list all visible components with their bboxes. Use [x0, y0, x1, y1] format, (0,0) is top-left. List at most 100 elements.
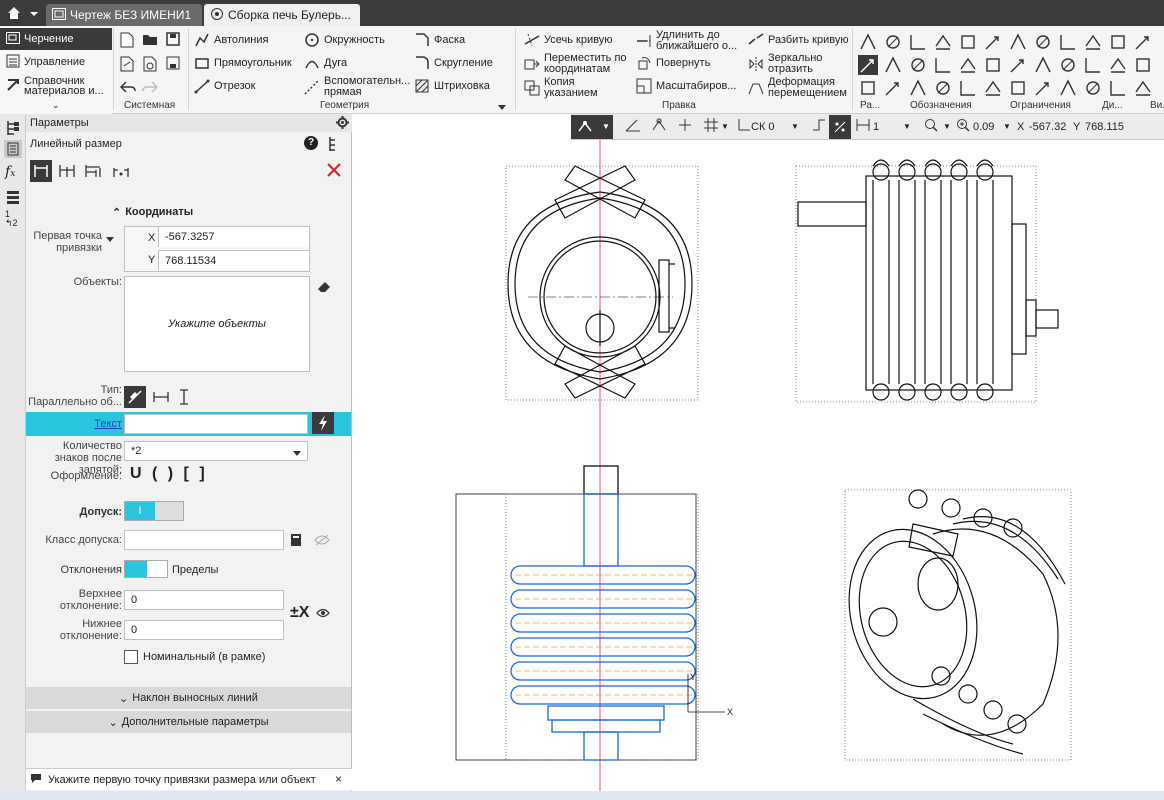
constraint-icon[interactable] [983, 55, 1003, 75]
circle-button[interactable]: Окружность [304, 32, 385, 48]
angle-constraint-icon[interactable] [1008, 55, 1028, 75]
corner-icon[interactable] [858, 78, 878, 98]
eye-icon[interactable] [316, 608, 330, 621]
cs-select[interactable]: СК 0 [751, 120, 775, 133]
equal-icon[interactable] [1033, 78, 1053, 98]
angle-icon[interactable] [908, 32, 928, 52]
scale-button[interactable]: Масштабиров... [636, 78, 736, 94]
undo-icon[interactable] [119, 80, 136, 97]
deviations-toggle[interactable] [124, 560, 168, 578]
ortho-icon[interactable] [811, 118, 829, 135]
y-coordinate-input[interactable]: 768.11534 [158, 250, 309, 270]
align-icon[interactable] [1083, 55, 1103, 75]
help-icon[interactable]: ? [304, 136, 318, 150]
table-view-icon[interactable] [1133, 78, 1153, 98]
mirror-button[interactable]: Зеркально отразить [748, 53, 838, 75]
new-document-icon[interactable] [120, 32, 134, 51]
linear-dimension-icon[interactable] [858, 55, 878, 75]
collapse-chevron-icon[interactable]: ⌄ [52, 100, 60, 110]
geometry-dropdown-icon[interactable] [498, 102, 506, 114]
dimension-type-simple-button[interactable] [30, 160, 52, 182]
cut-line-icon[interactable] [958, 55, 978, 75]
bounds-icon[interactable] [1083, 78, 1103, 98]
horizontal-icon[interactable] [1008, 78, 1028, 98]
order-icon[interactable]: 1↰2 [5, 209, 18, 228]
extra-section-header[interactable]: ⌄ Дополнительные параметры [26, 711, 351, 733]
properties-icon[interactable] [4, 140, 22, 158]
scale-dropdown-icon[interactable]: ▼ [903, 122, 911, 131]
parallel-icon[interactable] [1008, 32, 1028, 52]
dimension-type-chain-icon[interactable] [58, 162, 76, 183]
close-command-icon[interactable] [326, 162, 342, 181]
type-vertical-icon[interactable] [178, 388, 190, 409]
angle-snap-icon[interactable] [625, 118, 643, 135]
arc-dimension-icon[interactable] [883, 55, 903, 75]
nav-item-management[interactable]: Управление [0, 52, 112, 72]
menu-dropdown-icon[interactable] [30, 9, 38, 17]
text-link[interactable]: Текст [94, 418, 122, 430]
rotate-button[interactable]: Повернуть [636, 55, 710, 71]
pan-icon[interactable] [677, 118, 695, 135]
nav-item-drafting[interactable]: Черчение [0, 28, 112, 50]
center-icon[interactable] [983, 78, 1003, 98]
objects-list[interactable]: Укажите объекты [124, 276, 310, 372]
move-by-coords-button[interactable]: Переместить по координатам [524, 53, 634, 75]
trim-curve-button[interactable]: Усечь кривую [524, 32, 612, 48]
scale-icon[interactable] [855, 118, 873, 135]
tolerance-toggle[interactable]: I [124, 501, 184, 521]
fillet-button[interactable]: Скругление [414, 55, 493, 71]
tab-drawing[interactable]: Чертеж БЕЗ ИМЕНИ1 [46, 4, 202, 26]
zoom-window-icon[interactable] [923, 118, 943, 135]
tab-assembly[interactable]: Сборка печь Булерь... [204, 4, 360, 26]
dimension-type-break-icon[interactable] [112, 162, 130, 183]
upper-deviation-input[interactable]: 0 [124, 590, 284, 610]
tree-mini-icon[interactable] [328, 136, 340, 155]
diag-icon[interactable] [1108, 55, 1128, 75]
cs-icon[interactable] [737, 118, 751, 135]
tree-icon[interactable] [6, 120, 20, 139]
x-coordinate-input[interactable]: -567.3257 [158, 227, 309, 247]
decimals-select[interactable]: *2 [124, 441, 308, 461]
hidden-eye-icon[interactable] [314, 534, 330, 549]
zoom-window-dropdown-icon[interactable]: ▼ [943, 122, 951, 131]
auto-dimension-icon[interactable] [858, 32, 878, 52]
dimension-point-icon[interactable] [1083, 32, 1103, 52]
position-icon[interactable] [933, 55, 953, 75]
round-toggle-button[interactable] [829, 114, 851, 139]
book-icon[interactable] [290, 533, 302, 550]
save-icon[interactable] [166, 32, 180, 49]
close-icon[interactable] [1133, 32, 1153, 52]
open-folder-icon[interactable] [142, 32, 158, 49]
edit-point-icon[interactable] [651, 118, 669, 135]
rectangle-button[interactable]: Прямоугольник [194, 55, 292, 71]
new-drawing-icon[interactable] [120, 56, 134, 75]
hatch-button[interactable]: Штриховка [414, 78, 490, 94]
copy-button[interactable]: Копия указанием [524, 77, 624, 99]
segment-button[interactable]: Отрезок [194, 78, 255, 94]
table-icon[interactable] [933, 78, 953, 98]
lock-icon[interactable] [1033, 32, 1053, 52]
redo-icon[interactable] [142, 80, 159, 97]
zoom-dropdown-icon[interactable]: ▼ [1003, 122, 1011, 131]
edit-icon[interactable] [1108, 32, 1128, 52]
eraser-icon[interactable] [316, 278, 332, 297]
zoom-icon[interactable] [955, 118, 973, 135]
drawing-canvas[interactable]: X Y [353, 114, 1164, 791]
concentric-icon[interactable] [1058, 78, 1078, 98]
slope-section-header[interactable]: ⌄ Наклон выносных линий [26, 687, 351, 709]
panel-settings-gear-icon[interactable] [336, 116, 349, 132]
arc-button[interactable]: Дуга [304, 55, 347, 71]
text-a-icon[interactable] [908, 55, 928, 75]
scale-select[interactable]: 1 [873, 120, 880, 133]
save-as-icon[interactable] [166, 56, 180, 73]
deform-button[interactable]: Деформация перемещением [748, 77, 864, 99]
lower-deviation-input[interactable]: 0 [124, 620, 284, 640]
first-point-dropdown-icon[interactable] [106, 234, 114, 246]
formatting-buttons[interactable]: U ( ) [ ] [130, 465, 208, 482]
type-parallel-button[interactable] [124, 386, 146, 408]
coords-section-header[interactable]: ⌃ Координаты [112, 206, 193, 219]
zoom-value[interactable]: 0.09 [973, 120, 995, 133]
radius-icon[interactable] [883, 78, 903, 98]
layers-icon[interactable] [6, 190, 20, 207]
snap-menu-button[interactable] [571, 114, 599, 139]
